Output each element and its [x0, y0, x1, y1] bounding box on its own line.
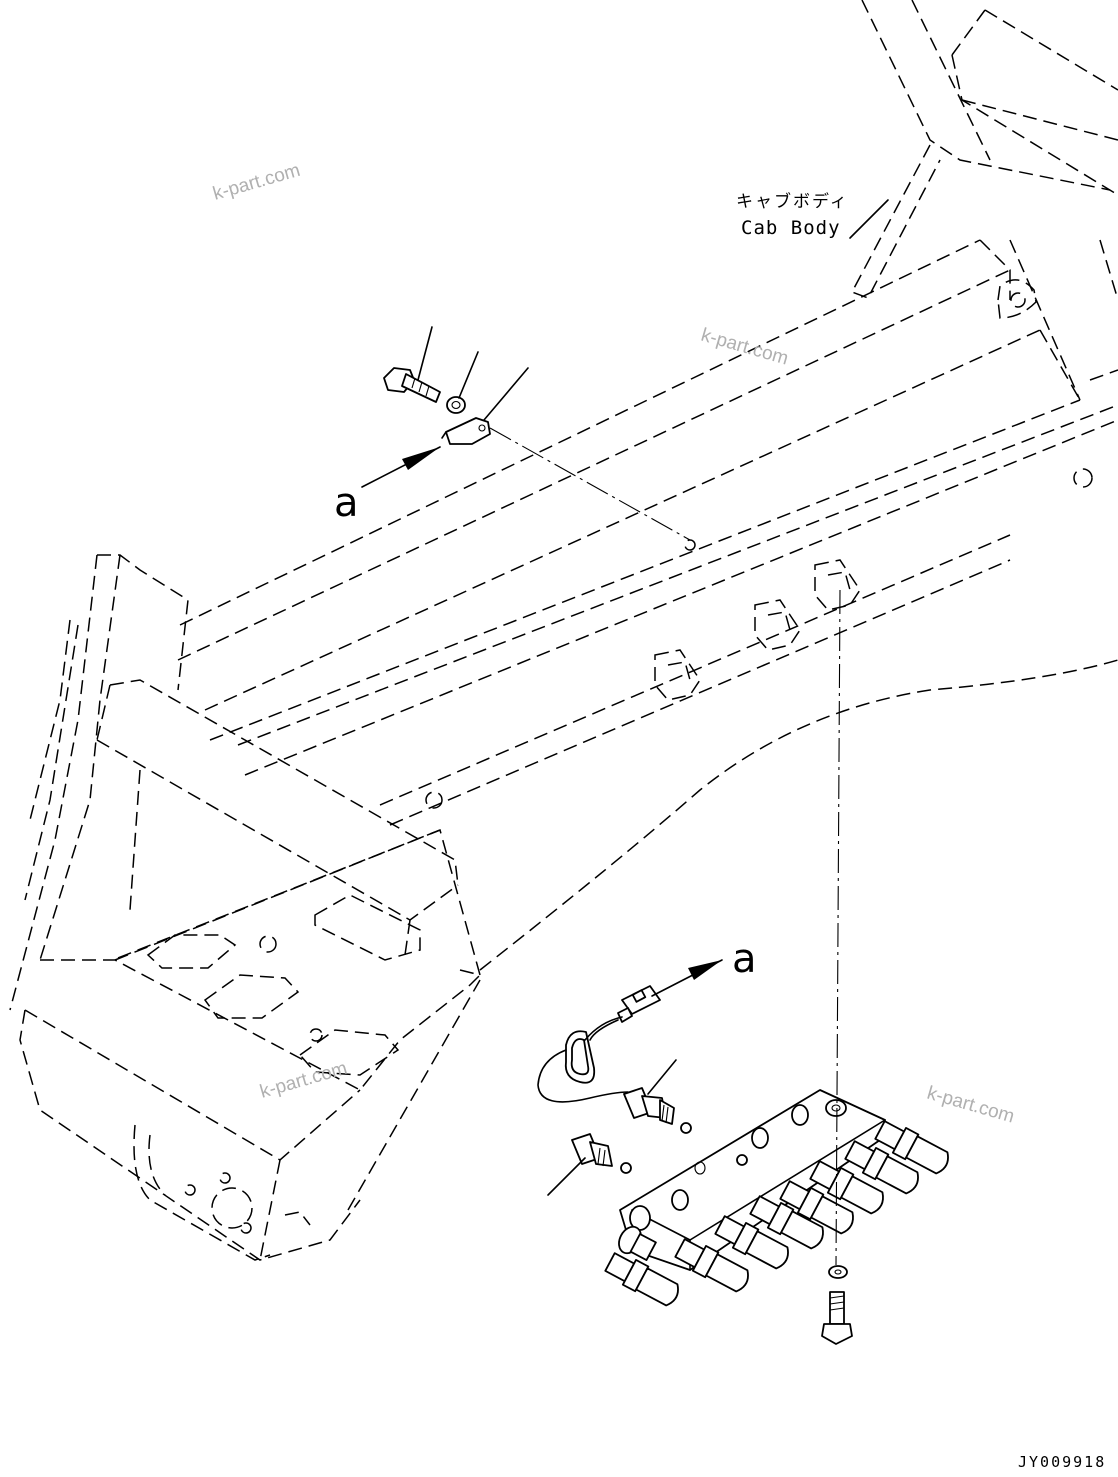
pressure-switch: [547, 1133, 632, 1196]
manifold-block: [604, 1089, 949, 1307]
watermark: k-part.com: [925, 1083, 1017, 1128]
ring-terminal: [441, 417, 491, 445]
mount-washer: [828, 1265, 848, 1279]
sensor-harness: [537, 959, 723, 1134]
cab-body-frame: [9, 0, 1118, 1261]
mount-bolt-assembly: [821, 589, 853, 1345]
view-label-a-top: a: [334, 480, 359, 526]
pressure-sensor: [623, 1087, 692, 1134]
connector: [617, 985, 661, 1023]
cab-body-label-jp: キャブボディ: [736, 191, 849, 212]
watermark: k-part.com: [211, 160, 303, 205]
cab-body-label-en: Cab Body: [741, 217, 841, 239]
bolt: [383, 367, 441, 403]
watermark: k-part.com: [258, 1058, 350, 1103]
washer: [446, 396, 466, 414]
watermark: k-part.com: [699, 325, 791, 370]
view-arrow-a-bottom: [651, 959, 723, 997]
ground-bolt-assembly: [361, 326, 691, 541]
cab-body-leader: [849, 199, 889, 239]
view-arrow-a-top: [361, 446, 441, 488]
grommet: [564, 1030, 596, 1084]
hose-fittings: [604, 1120, 949, 1307]
view-label-a-bottom: a: [732, 936, 757, 982]
mount-bolt: [821, 1291, 853, 1345]
drawing-code: JY009918: [1018, 1453, 1106, 1471]
